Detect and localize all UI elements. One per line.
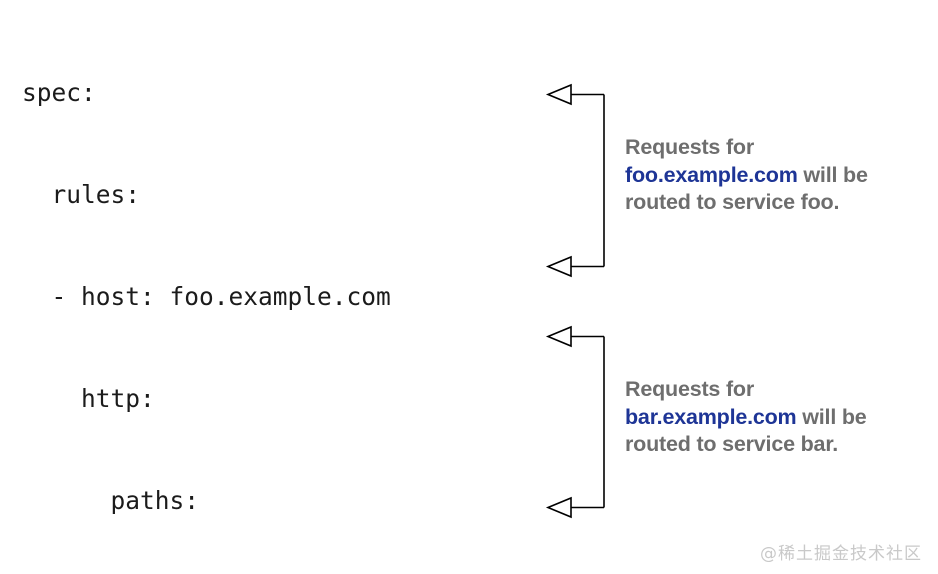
annotation-foo-line3: routed to service foo. (625, 190, 840, 214)
annotation-bar-line2-suffix: will be (796, 404, 867, 429)
arrowhead-icon (545, 496, 572, 519)
code-line: paths: (22, 486, 200, 515)
annotation-bar-host: bar.example.com (625, 404, 797, 429)
annotation-foo-host: foo.example.com (625, 162, 798, 187)
arrowhead-icon (545, 83, 572, 106)
annotation-bar-line3: routed to service bar. (625, 432, 839, 456)
arrowhead-icon (545, 325, 572, 348)
code-line: rules: (22, 180, 141, 209)
annotation-foo-line2: foo.example.com will be (625, 162, 925, 190)
annotation-foo-line1: Requests for (625, 135, 755, 159)
annotation-bar: Requests for bar.example.com will be rou… (625, 376, 925, 459)
code-line: http: (22, 384, 155, 413)
annotation-foo: Requests for foo.example.com will be rou… (625, 134, 925, 217)
annotation-foo-line2-suffix: will be (797, 162, 868, 187)
annotation-bar-line2: bar.example.com will be (625, 404, 925, 432)
bracket-connector-bar (545, 325, 615, 521)
bracket-bar-svg (545, 325, 605, 519)
arrowhead-icon (545, 255, 572, 278)
code-line: - host: foo.example.com (22, 282, 391, 311)
watermark: @稀土掘金技术社区 (760, 544, 922, 564)
annotation-bar-line1: Requests for (625, 377, 755, 401)
bracket-connector-foo (545, 83, 615, 279)
yaml-code-block: spec: rules: - host: foo.example.com htt… (22, 8, 522, 574)
code-line: spec: (22, 78, 96, 107)
bracket-foo-svg (545, 83, 605, 278)
